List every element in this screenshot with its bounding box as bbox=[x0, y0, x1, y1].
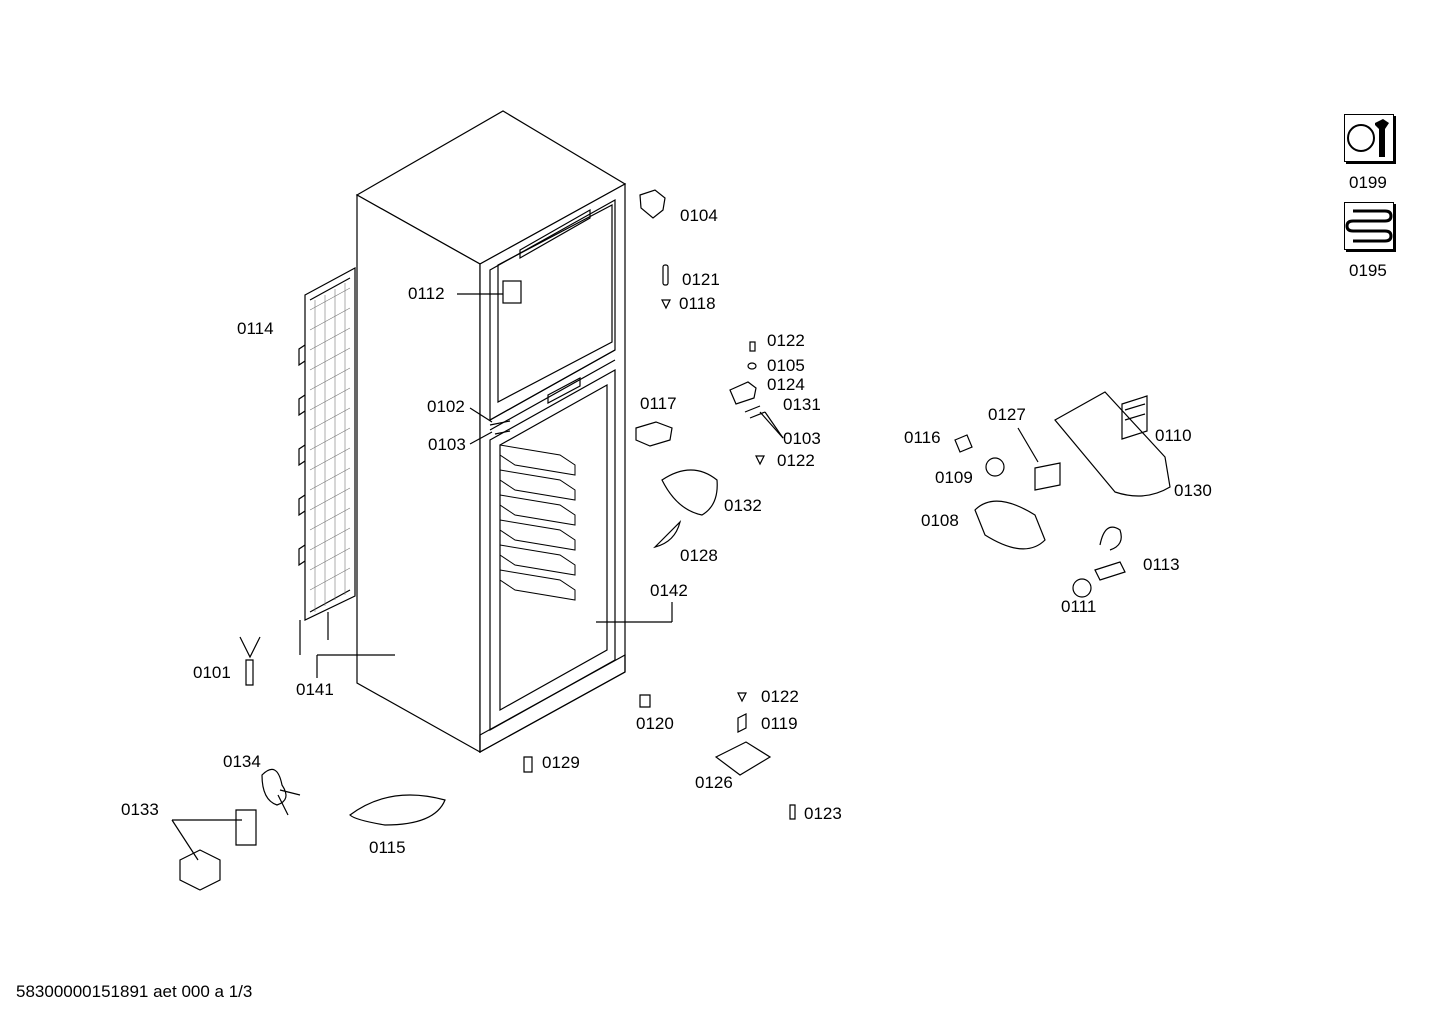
part-screw-0122c bbox=[737, 692, 747, 703]
leader-lines bbox=[316, 293, 673, 678]
part-thermostat-0113 bbox=[1094, 526, 1126, 581]
label-0112: 0112 bbox=[408, 284, 445, 303]
part-ring-0105 bbox=[747, 362, 757, 370]
part-0116 bbox=[954, 434, 973, 453]
label-0127: 0127 bbox=[988, 405, 1026, 424]
part-screw-0120 bbox=[639, 694, 651, 708]
label-0103-b: 0103 bbox=[428, 435, 466, 454]
label-0105: 0105 bbox=[767, 356, 805, 375]
part-switch-0127 bbox=[1034, 462, 1061, 491]
label-0142: 0142 bbox=[650, 581, 688, 600]
part-0101 bbox=[239, 636, 261, 686]
label-0124: 0124 bbox=[767, 375, 805, 394]
part-hinge-plate-0126 bbox=[714, 741, 772, 776]
label-0119: 0119 bbox=[761, 714, 798, 733]
label-0131: 0131 bbox=[783, 395, 821, 414]
part-0128 bbox=[653, 520, 682, 549]
label-0102: 0102 bbox=[427, 397, 465, 416]
part-0102-0103 bbox=[489, 420, 511, 435]
legend-code-0199: 0199 bbox=[1349, 173, 1387, 192]
part-fan-0134 bbox=[261, 768, 301, 816]
coil-icon bbox=[1344, 202, 1394, 250]
label-0103-a: 0103 bbox=[783, 429, 821, 448]
label-0132: 0132 bbox=[724, 496, 762, 515]
label-0128: 0128 bbox=[680, 546, 718, 565]
label-0111: 0111 bbox=[1061, 597, 1097, 616]
part-pin-0121 bbox=[662, 264, 669, 286]
label-0117: 0117 bbox=[640, 394, 677, 413]
label-0113: 0113 bbox=[1143, 555, 1180, 574]
part-0110 bbox=[1121, 395, 1148, 440]
part-0109 bbox=[985, 457, 1005, 477]
part-knob-0111 bbox=[1072, 578, 1092, 598]
shelves bbox=[499, 444, 576, 601]
part-screws-0131 bbox=[744, 405, 766, 419]
condenser-coil bbox=[298, 266, 356, 655]
label-0116: 0116 bbox=[904, 428, 941, 447]
label-0130: 0130 bbox=[1174, 481, 1212, 500]
part-screw-0123 bbox=[789, 804, 796, 820]
label-0108: 0108 bbox=[921, 511, 959, 530]
label-0141: 0141 bbox=[296, 680, 334, 699]
condenser-wires bbox=[309, 283, 351, 612]
label-0114: 0114 bbox=[237, 319, 274, 338]
part-screw-0118 bbox=[661, 299, 671, 310]
label-0126: 0126 bbox=[695, 773, 733, 792]
cabinet-body bbox=[355, 110, 627, 754]
label-0109: 0109 bbox=[935, 468, 973, 487]
tools-icon bbox=[1344, 114, 1394, 162]
part-0119 bbox=[737, 713, 747, 733]
part-screw-0122a bbox=[749, 341, 756, 352]
document-footer: 58300000151891 aet 000 a 1/3 bbox=[16, 982, 253, 1001]
label-0118: 0118 bbox=[679, 294, 716, 313]
label-0133: 0133 bbox=[121, 800, 159, 819]
label-0121: 0121 bbox=[682, 270, 720, 289]
label-0115: 0115 bbox=[369, 838, 406, 857]
part-screw-0129 bbox=[523, 756, 533, 773]
part-hinge-0104 bbox=[639, 189, 666, 219]
label-0122-a: 0122 bbox=[767, 331, 805, 350]
label-0123: 0123 bbox=[804, 804, 842, 823]
part-power-cord-0115 bbox=[349, 794, 446, 826]
label-0122-c: 0122 bbox=[761, 687, 799, 706]
label-0104: 0104 bbox=[680, 206, 718, 225]
part-fan-cover-0132 bbox=[661, 469, 718, 516]
part-screw-0122b bbox=[755, 455, 765, 466]
part-motor-bracket-0133 bbox=[179, 809, 257, 891]
label-0120: 0120 bbox=[636, 714, 674, 733]
legend-code-0195: 0195 bbox=[1349, 261, 1387, 280]
part-0112 bbox=[502, 280, 522, 304]
label-0134: 0134 bbox=[223, 752, 261, 771]
label-0122-b: 0122 bbox=[777, 451, 815, 470]
label-0110: 0110 bbox=[1155, 426, 1192, 445]
part-lamp-cover-0130 bbox=[1054, 391, 1171, 497]
part-0108 bbox=[974, 500, 1046, 550]
label-0101: 0101 bbox=[193, 663, 231, 682]
part-0124 bbox=[729, 381, 757, 405]
label-0129: 0129 bbox=[542, 753, 580, 772]
part-0117 bbox=[635, 421, 673, 447]
